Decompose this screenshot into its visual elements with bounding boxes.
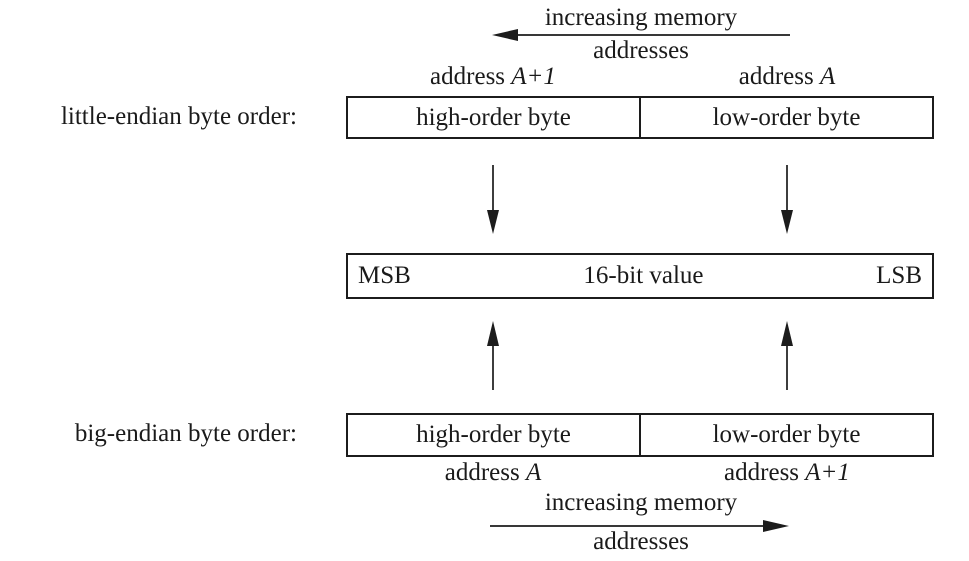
bottom-direction-caption-line2: addresses (593, 528, 689, 555)
address-word: address (444, 459, 520, 486)
address-word: address (738, 63, 814, 90)
little-endian-address-left-label: address A+1 (343, 63, 643, 91)
address-variable: A (525, 459, 542, 486)
msb-label: MSB (358, 262, 411, 289)
big-endian-address-right-label: address A+1 (637, 459, 937, 487)
little-endian-high-byte-arrow-down-icon (487, 165, 499, 234)
big-endian-row-label: big-endian byte order: (74, 420, 297, 447)
address-variable: A+1 (511, 63, 556, 90)
bottom-direction-caption-line1: increasing memory (544, 489, 738, 516)
address-variable: A (819, 63, 836, 90)
lsb-label: LSB (876, 262, 922, 289)
big-endian-address-left-label: address A (343, 459, 643, 487)
value-box-title: 16-bit value (583, 262, 704, 289)
little-endian-low-byte-arrow-down-icon (781, 165, 793, 234)
top-direction-caption-line1: increasing memory (544, 4, 738, 31)
big-endian-byte-box: high-order byte low-order byte (346, 413, 934, 457)
address-word: address (430, 63, 506, 90)
little-endian-row-label: little-endian byte order: (60, 103, 297, 130)
big-endian-low-byte-arrow-up-icon (781, 321, 793, 390)
little-endian-high-order-byte-cell: high-order byte (348, 98, 641, 137)
address-variable: A+1 (805, 459, 850, 486)
top-direction-caption-line2: addresses (593, 37, 689, 64)
little-endian-byte-box: high-order byte low-order byte (346, 96, 934, 139)
big-endian-high-byte-arrow-up-icon (487, 321, 499, 390)
sixteen-bit-value-box: MSB 16-bit value LSB (346, 253, 934, 299)
big-endian-high-order-byte-cell: high-order byte (348, 415, 641, 455)
address-word: address (724, 459, 800, 486)
little-endian-low-order-byte-cell: low-order byte (712, 103, 861, 131)
little-endian-address-right-label: address A (637, 63, 937, 91)
big-endian-low-order-byte-cell: low-order byte (712, 421, 861, 448)
